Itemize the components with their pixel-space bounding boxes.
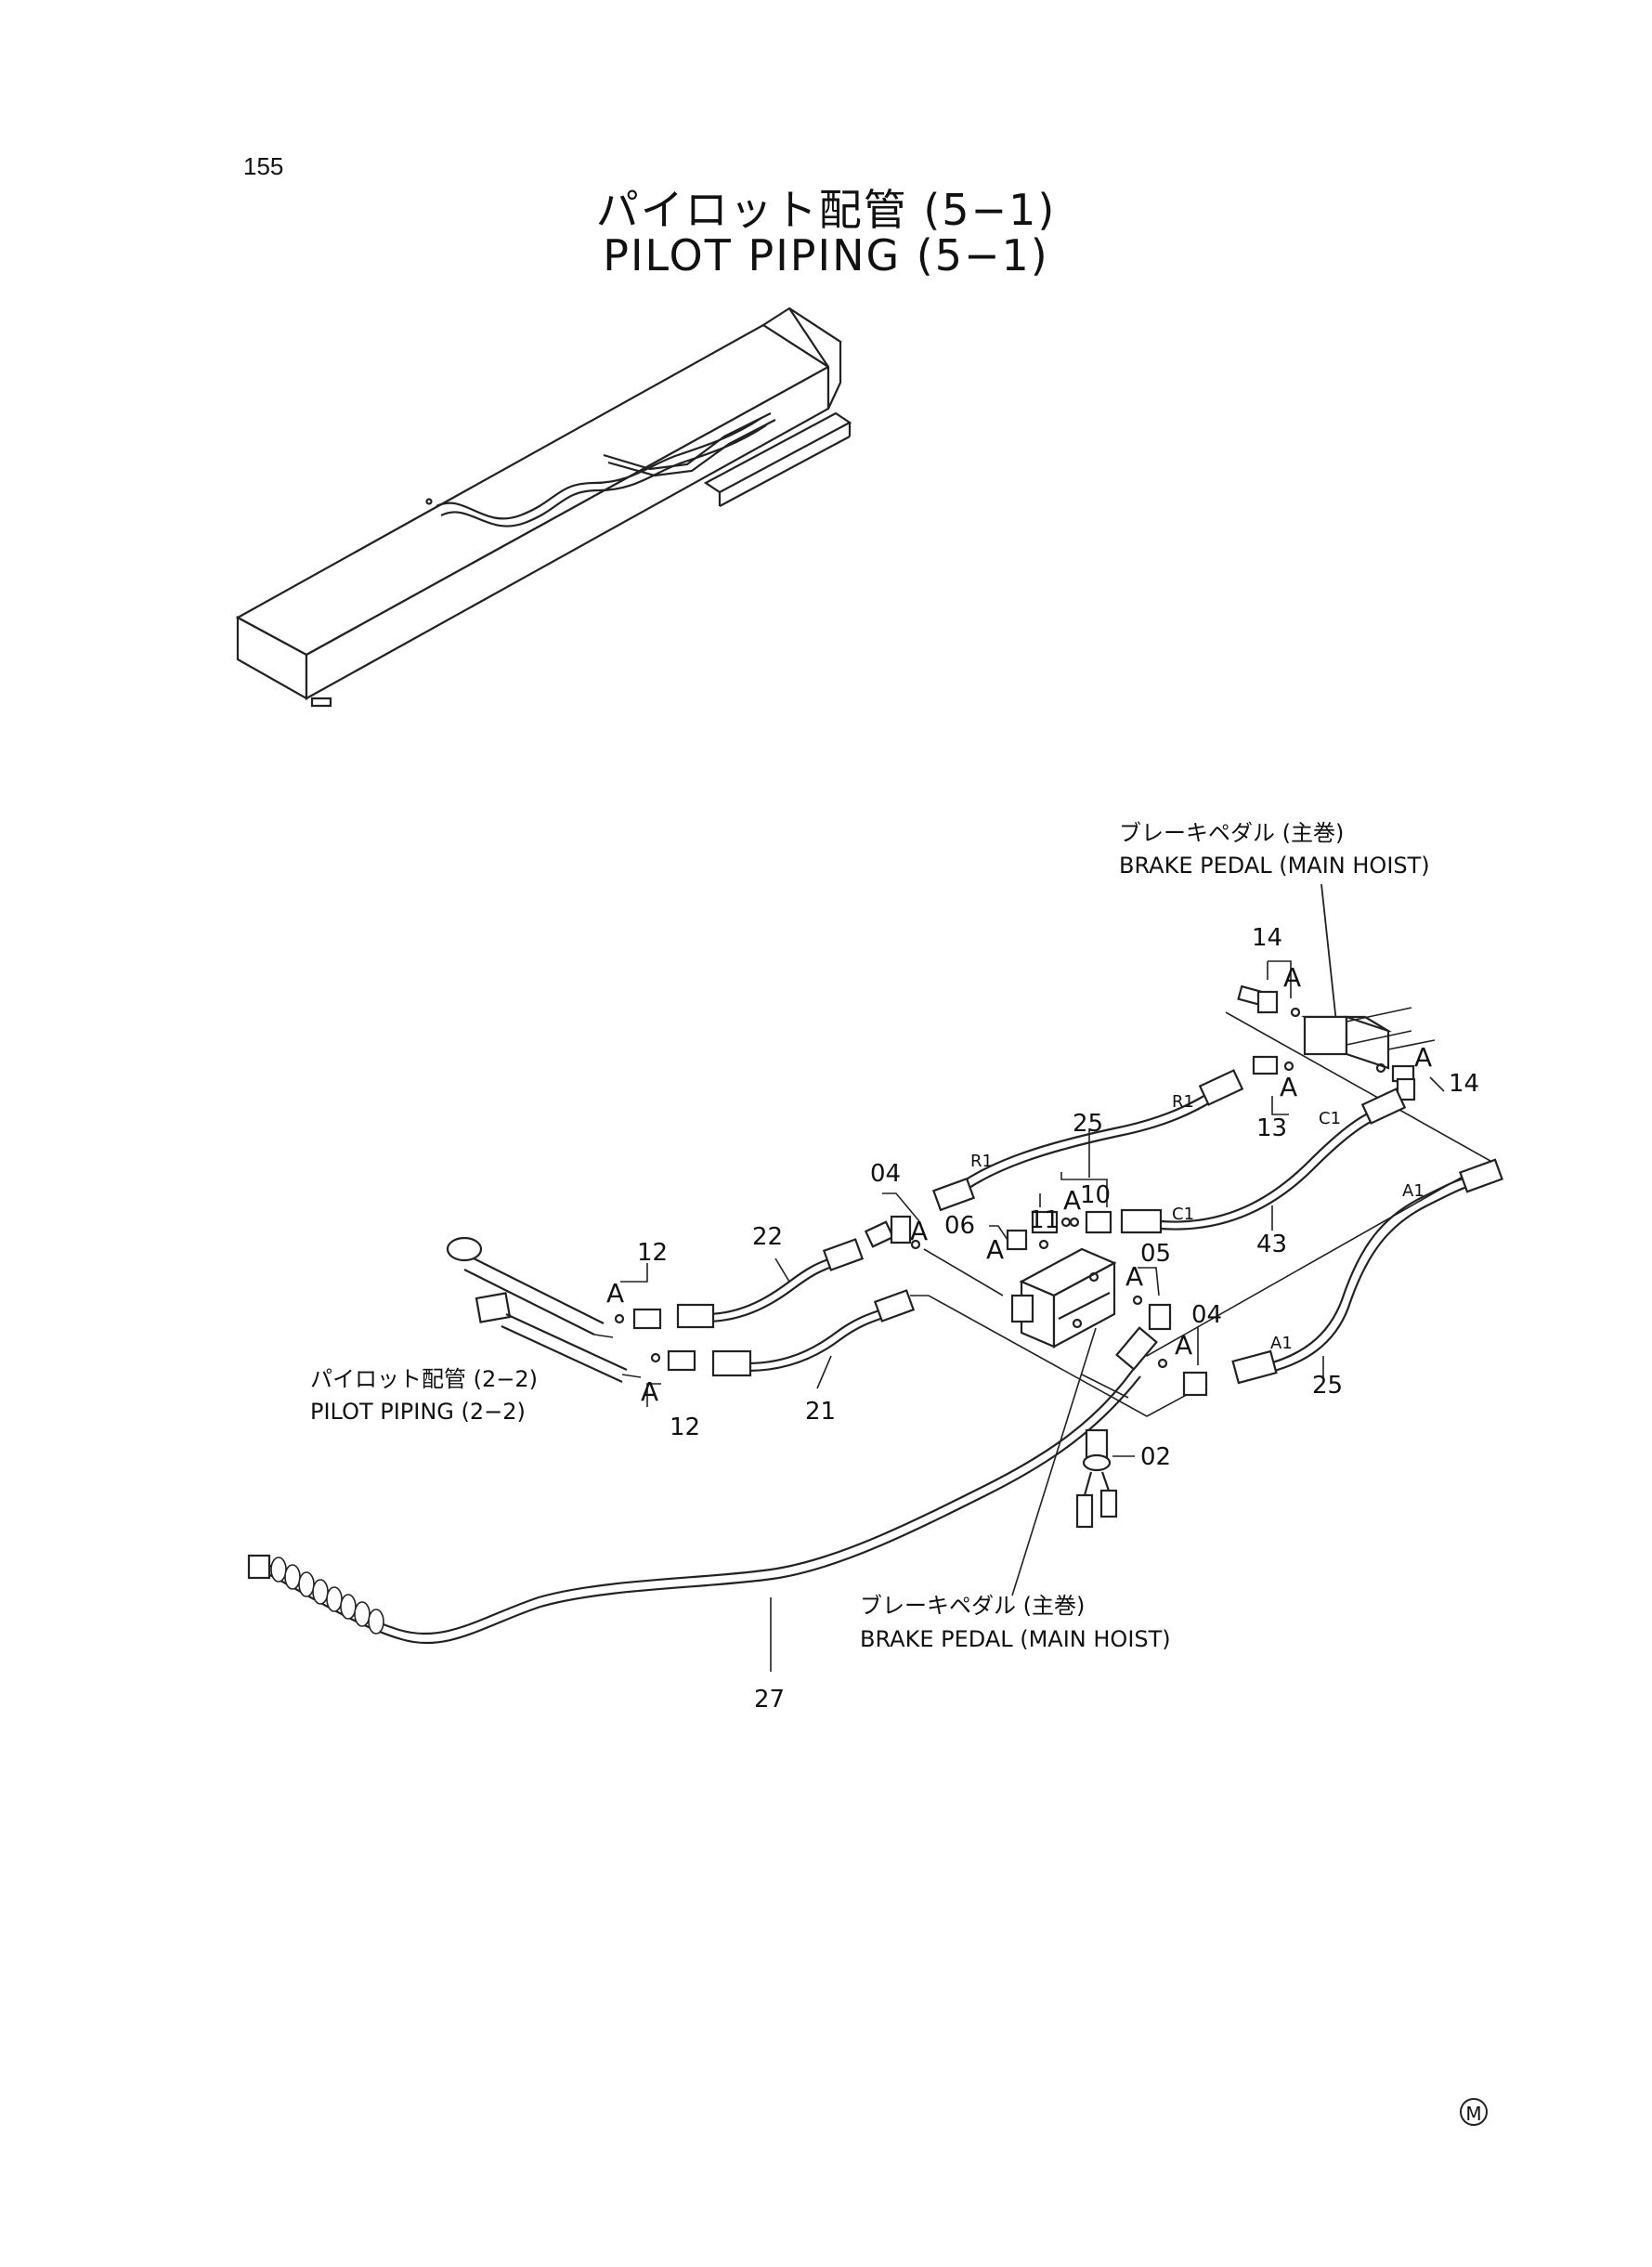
part-number-10: 10: [1080, 1181, 1111, 1209]
fittings-12: [614, 1308, 696, 1372]
corner-mark: M: [1460, 2098, 1488, 2126]
part-number-12: 12: [637, 1239, 668, 1267]
detail-marker-a: A: [1414, 1042, 1432, 1073]
detail-marker-a: A: [1175, 1330, 1192, 1361]
corner-mark-letter: M: [1465, 2103, 1481, 2125]
title-english: PILOT PIPING (5−1): [603, 230, 1049, 280]
detail-marker-a: A: [910, 1216, 928, 1246]
brake-pedal-valve-center: [1010, 1247, 1117, 1596]
pilot-piping-ref-label-jp: パイロット配管 (2−2): [310, 1366, 538, 1392]
port-label-r1: R1: [1172, 1092, 1194, 1112]
part-number-13: 13: [1256, 1114, 1287, 1142]
hose-27-long: [247, 1326, 1158, 1645]
detail-marker-a: A: [606, 1278, 624, 1309]
part-number-04: 04: [870, 1160, 901, 1188]
part-number-06: 06: [944, 1212, 975, 1240]
detail-marker-a: A: [1063, 1185, 1081, 1216]
brake-pedal-bottom-label-en: BRAKE PEDAL (MAIN HOIST): [860, 1626, 1171, 1652]
fitting-13: [1252, 1055, 1294, 1075]
part-number-25: 25: [1312, 1372, 1343, 1400]
hose-25-a1: [1231, 1158, 1503, 1385]
hose-43-c1: [1120, 1088, 1407, 1234]
detail-marker-a: A: [641, 1376, 658, 1407]
brake-pedal-top-assembly: [1301, 883, 1436, 1070]
title-japanese: パイロット配管 (5−1): [595, 185, 1057, 235]
machine-overview-drawing: [235, 306, 852, 708]
hose-25-r1: [931, 1069, 1244, 1212]
brake-pedal-top-label-jp: ブレーキペダル (主巻): [1119, 820, 1344, 846]
elbow-fitting-14-upper: [1237, 984, 1301, 1018]
hose-22: [676, 1238, 865, 1329]
detail-marker-a: A: [1125, 1261, 1143, 1292]
part-number-04: 04: [1191, 1301, 1222, 1329]
part-number-25: 25: [1073, 1110, 1103, 1138]
hose-21: [711, 1289, 916, 1377]
pressure-switch-02: [1075, 1428, 1135, 1529]
part-number-43: 43: [1256, 1231, 1287, 1258]
elbow-fitting-14-right: [1375, 1062, 1416, 1101]
detail-marker-a: A: [986, 1234, 1004, 1265]
part-number-27: 27: [754, 1686, 785, 1713]
detail-marker-a: A: [1283, 962, 1301, 993]
brake-pedal-bottom-label-jp: ブレーキペダル (主巻): [860, 1593, 1085, 1619]
part-number-12: 12: [670, 1414, 700, 1441]
port-label-a1: A1: [1402, 1181, 1424, 1201]
port-label-c1: C1: [1319, 1109, 1341, 1128]
detail-marker-a: A: [1280, 1072, 1297, 1102]
part-number-14: 14: [1449, 1070, 1479, 1098]
part-number-14: 14: [1252, 924, 1282, 952]
pilot-piping-2-2-pipes: [446, 1236, 642, 1383]
part-number-11: 11: [1029, 1206, 1060, 1234]
port-label-c1: C1: [1172, 1205, 1194, 1224]
part-number-02: 02: [1140, 1443, 1171, 1471]
port-label-a1: A1: [1270, 1334, 1293, 1353]
fittings-04-05: [864, 1215, 1208, 1397]
part-number-22: 22: [752, 1223, 783, 1251]
page-number: 155: [243, 152, 284, 180]
fittings-10-11-06: [1006, 1210, 1112, 1251]
pilot-piping-ref-label-en: PILOT PIPING (2−2): [310, 1399, 526, 1425]
part-number-21: 21: [805, 1398, 836, 1426]
port-label-r1: R1: [970, 1152, 993, 1171]
brake-pedal-top-label-en: BRAKE PEDAL (MAIN HOIST): [1119, 853, 1430, 879]
part-number-05: 05: [1140, 1240, 1171, 1268]
leader-lines: [620, 960, 1445, 1672]
